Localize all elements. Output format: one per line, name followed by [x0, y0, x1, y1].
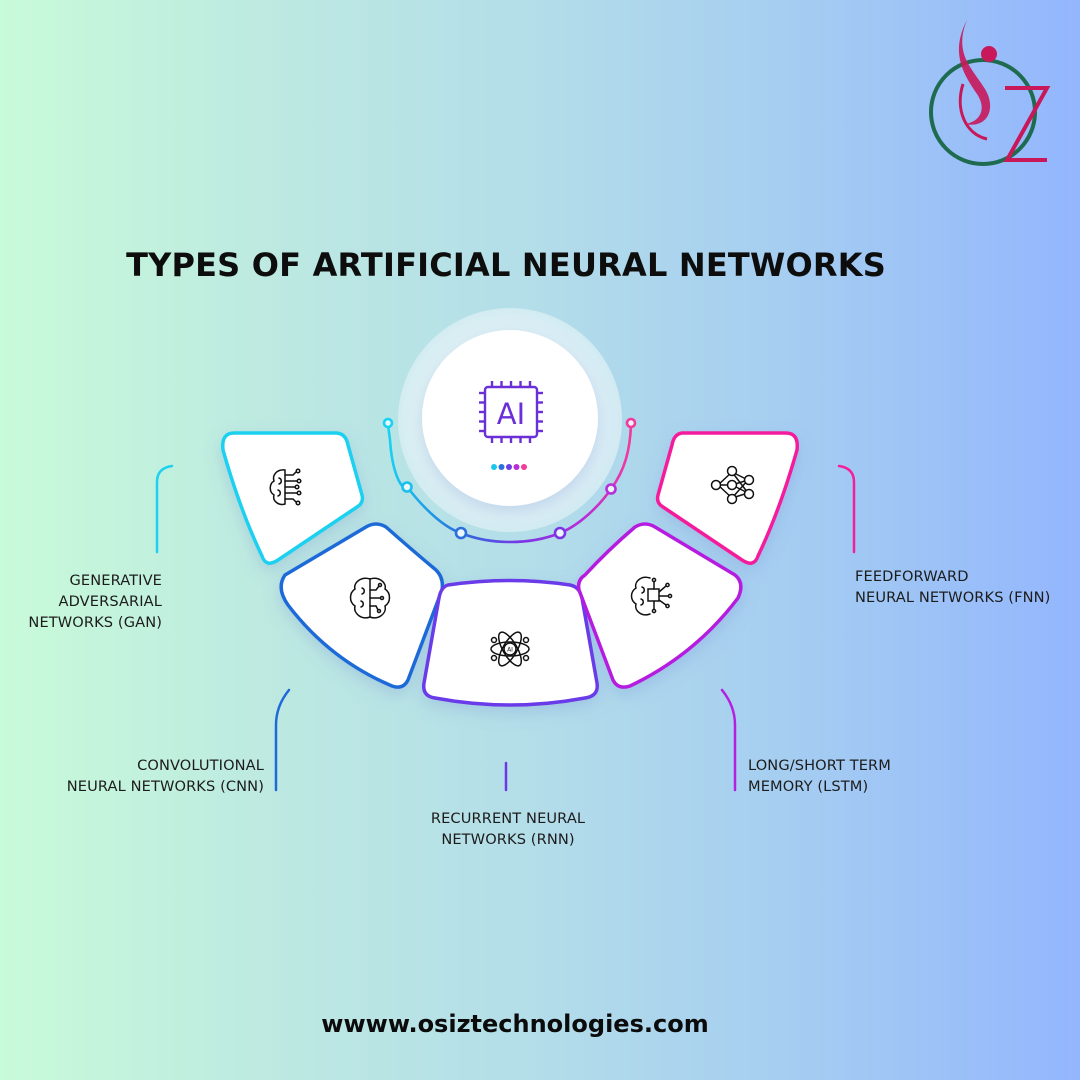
color-dot — [491, 464, 497, 470]
leader-line-gan — [155, 464, 174, 554]
segment-gan[interactable] — [220, 431, 365, 565]
page-title: TYPES OF ARTIFICIAL NEURAL NETWORKS — [126, 246, 886, 284]
arc-nodes — [382, 417, 637, 540]
label-gan: GENERATIVE ADVERSARIAL NETWORKS (GAN) — [28, 572, 162, 631]
svg-text:AI: AI — [507, 647, 513, 654]
center-hub: AI — [398, 308, 622, 532]
label-cnn: CONVOLUTIONAL NEURAL NETWORKS (CNN) — [66, 757, 264, 795]
center-circle — [422, 330, 598, 506]
ai-chip-icon — [479, 381, 543, 443]
arc-node — [605, 483, 617, 495]
leader-line-lstm — [720, 688, 737, 792]
arc-node — [454, 526, 468, 540]
arc-node — [553, 526, 567, 540]
arc-node — [382, 417, 394, 429]
arc-node — [401, 481, 413, 493]
osiz-logo-icon — [929, 20, 1051, 166]
brain-circuit-icon — [269, 468, 302, 506]
ai-chip-text: AI — [497, 397, 525, 431]
leader-line-cnn — [274, 688, 291, 792]
segment-lstm[interactable] — [576, 522, 743, 689]
color-dot — [513, 464, 520, 470]
brain-half-circuit-icon — [349, 577, 391, 619]
atom-ai-icon: AI — [490, 631, 530, 667]
segment-cnn[interactable] — [279, 522, 445, 689]
arc-node — [625, 417, 637, 429]
website-link[interactable]: wwww.osiztechnologies.com — [321, 1010, 709, 1038]
neural-network-icon — [710, 465, 755, 505]
label-lstm: LONG/SHORT TERM MEMORY (LSTM) — [748, 757, 891, 795]
progress-dots — [491, 464, 527, 470]
color-dot — [521, 464, 527, 470]
color-dot — [506, 464, 512, 470]
label-rnn: RECURRENT NEURAL NETWORKS (RNN) — [430, 810, 586, 848]
label-fnn: FEEDFORWARD NEURAL NETWORKS (FNN) — [855, 568, 1051, 606]
leader-line-fnn — [837, 464, 856, 554]
brain-chip-icon — [630, 576, 673, 616]
color-dot — [498, 464, 505, 470]
